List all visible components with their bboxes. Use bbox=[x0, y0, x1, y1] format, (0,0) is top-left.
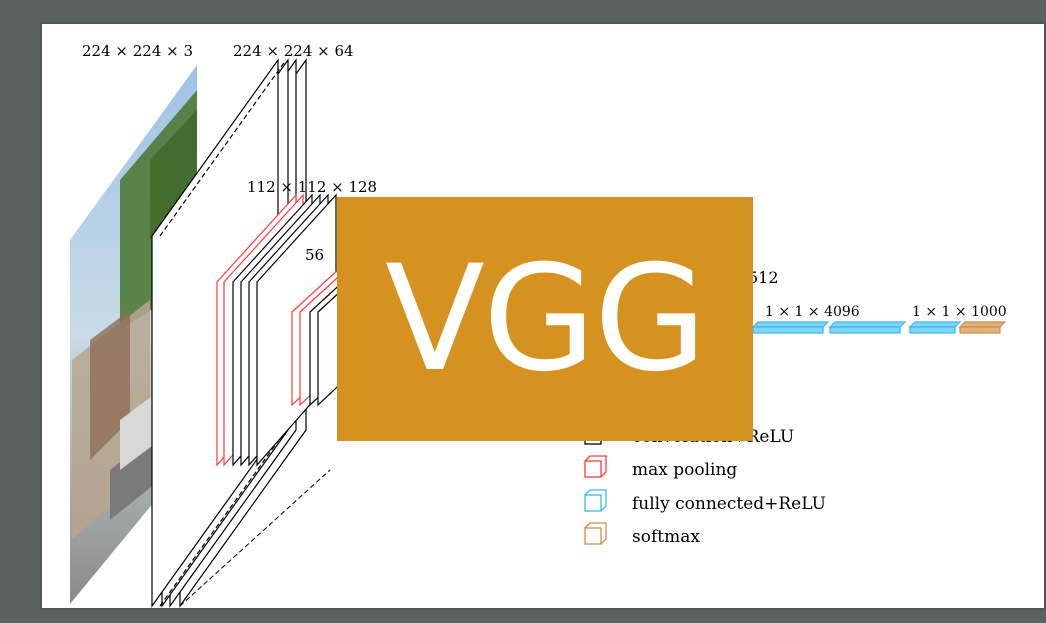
legend-label-softmax: softmax bbox=[632, 527, 700, 547]
dim-input-label: 224 × 224 × 3 bbox=[82, 42, 193, 60]
dim-conv1-label: 224 × 224 × 64 bbox=[233, 42, 354, 60]
dim-fc1-label: 1 × 1 × 4096 bbox=[765, 304, 860, 320]
fc-layers bbox=[753, 322, 1005, 333]
legend-label-fc: fully connected+ReLU bbox=[632, 494, 826, 514]
dim-conv3-label: 56 bbox=[305, 246, 324, 264]
legend-item-pool: max pooling bbox=[585, 456, 737, 480]
dim-fc3-label: 1 × 1 × 1000 bbox=[912, 304, 1007, 320]
legend-swatch-fc bbox=[585, 495, 601, 511]
legend-swatch-softmax bbox=[585, 528, 601, 544]
legend-swatch-pool bbox=[585, 461, 601, 477]
legend-item-softmax: softmax bbox=[585, 523, 700, 547]
legend: convolution+ReLU max pooling fully conne… bbox=[585, 427, 826, 547]
dim-conv2-label: 112 × 112 × 128 bbox=[247, 178, 377, 196]
vgg-title-badge: VGG bbox=[337, 197, 753, 441]
legend-item-fc: fully connected+ReLU bbox=[585, 490, 826, 514]
legend-label-pool: max pooling bbox=[632, 460, 737, 480]
